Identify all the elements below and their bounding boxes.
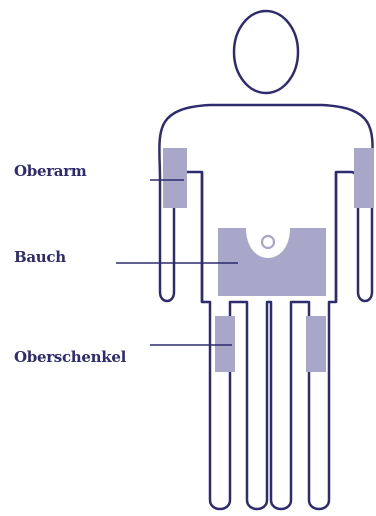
thigh-zone-left: [215, 316, 235, 372]
upper-arm-zone-right: [354, 148, 374, 208]
label-bauch: Bauch: [14, 250, 66, 265]
label-oberschenkel: Oberschenkel: [14, 350, 126, 365]
thigh-zone-right: [306, 316, 326, 372]
head-outline: [234, 11, 298, 93]
upper-arm-zone-left: [163, 148, 187, 208]
label-oberarm: Oberarm: [14, 164, 86, 179]
navel-icon: [262, 236, 274, 248]
body-outline: [159, 105, 372, 509]
